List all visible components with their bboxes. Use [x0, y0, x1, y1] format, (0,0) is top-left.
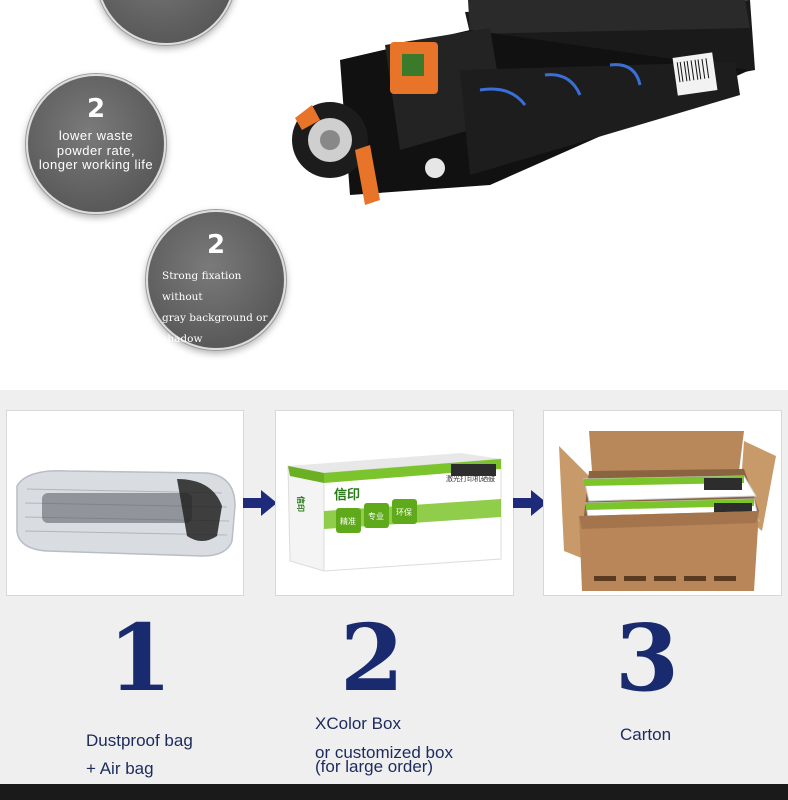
box-badge: 精准	[340, 516, 356, 526]
step-number-3: 3	[615, 604, 680, 712]
box-brand: 信印	[334, 487, 360, 503]
footer-bar	[0, 784, 788, 800]
box-badge: 专业	[368, 511, 384, 521]
color-box-image: 精准 专业 环保 信印 激光打印机硒鼓 信印	[287, 453, 502, 572]
feature-number: 2	[86, 94, 106, 124]
color-box-image-panel: 精准 专业 环保 信印 激光打印机硒鼓 信印	[275, 410, 514, 596]
arrow-right-icon	[243, 490, 277, 516]
step-number-2: 2	[340, 604, 405, 712]
step-3-caption-line: Carton	[620, 725, 672, 744]
toner-cartridge-image	[292, 0, 755, 205]
step-1-caption-line: + Air bag	[86, 759, 154, 778]
box-badge: 环保	[396, 507, 412, 517]
box-product-label: 激光打印机硒鼓	[446, 474, 495, 483]
packaging-section: 精准 专业 环保 信印 激光打印机硒鼓 信印	[0, 390, 788, 800]
step-number-1: 1	[108, 604, 173, 712]
air-bag-image-panel	[6, 410, 244, 596]
step-2-caption-line: (for large order)	[315, 757, 434, 776]
feature-text: lower waste powder rate, longer working …	[38, 128, 154, 172]
step-1-caption-line: Dustproof bag	[86, 731, 193, 750]
feature-circle-2: 2 lower waste powder rate, longer workin…	[26, 74, 166, 214]
carton-image-panel	[543, 410, 782, 596]
air-bag-image	[16, 470, 236, 557]
arrow-right-icon	[513, 490, 547, 516]
step-2-caption-line: or customized box	[315, 743, 453, 762]
step-2-caption-line: XColor Box	[315, 714, 401, 733]
box-side-brand: 信印	[296, 496, 306, 512]
carton-image	[559, 431, 776, 591]
product-features-section: 2 lower waste powder rate, longer workin…	[0, 0, 788, 390]
feature-text: Strong fixation without gray background …	[162, 270, 268, 345]
feature-number: 2	[206, 230, 226, 260]
feature-circle-3: 2 Strong fixation without gray backgroun…	[146, 210, 286, 350]
feature-circle-1	[96, 0, 236, 45]
